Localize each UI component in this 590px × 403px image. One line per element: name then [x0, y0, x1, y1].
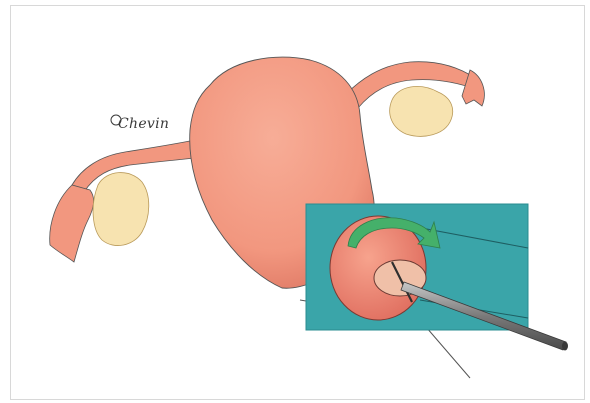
left-ovary: [93, 173, 149, 246]
artist-signature-text: Chevin: [118, 116, 169, 132]
right-ovary: [390, 86, 453, 136]
